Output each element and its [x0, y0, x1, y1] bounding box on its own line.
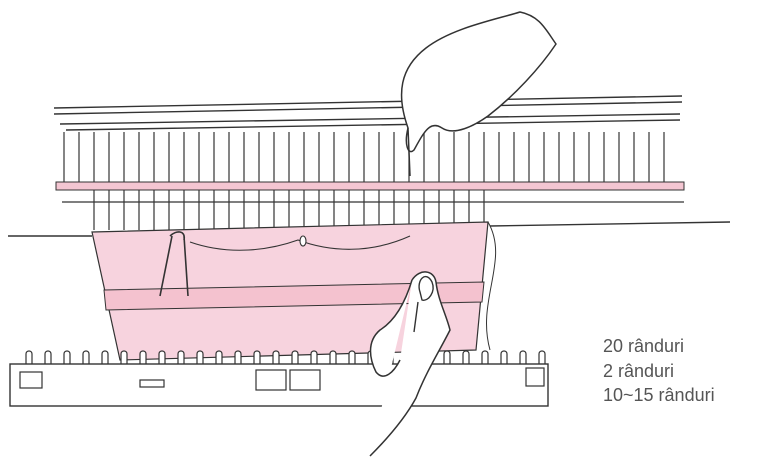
label-2-rows: 2 rânduri: [603, 359, 761, 384]
needle-bed-bar: [56, 182, 684, 190]
upper-hand: [402, 12, 556, 152]
row-count-legend: 20 rânduri 2 rânduri 10~15 rânduri: [603, 334, 761, 408]
yarn-marker: [300, 236, 306, 246]
needle-bed: [8, 96, 730, 236]
label-20-rows: 20 rânduri: [603, 334, 761, 359]
needles-upper: [64, 132, 664, 182]
cast-on-comb: [10, 351, 548, 406]
label-10-15-rows: 10~15 rânduri: [603, 383, 761, 408]
fabric-right-edge: [486, 222, 495, 350]
